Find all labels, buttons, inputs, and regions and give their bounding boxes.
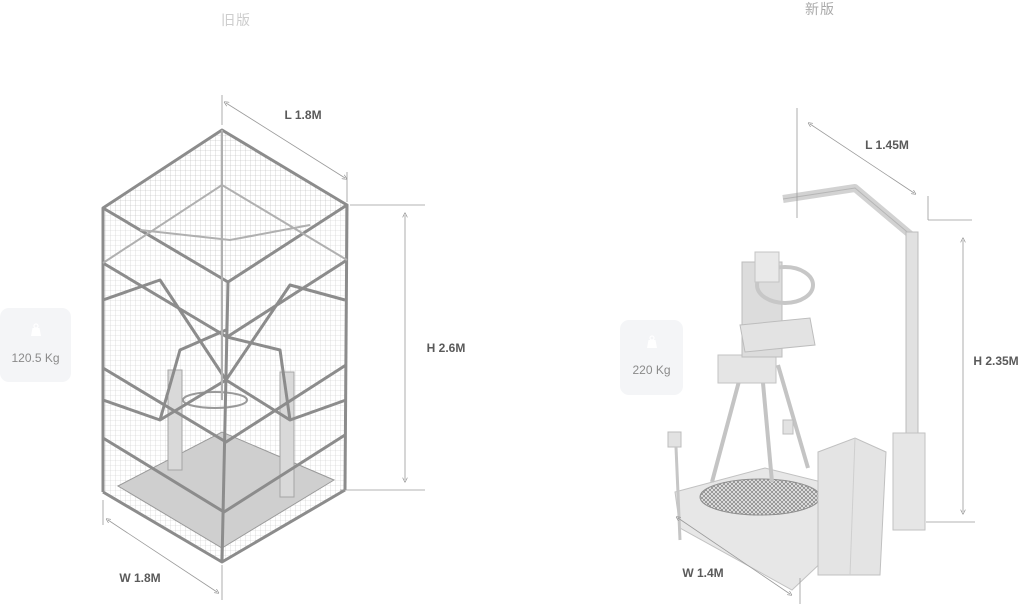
treadmill-belt	[699, 478, 821, 516]
cage-inner-ring	[182, 391, 248, 409]
new-weight-badge: 220 Kg	[620, 320, 683, 395]
weight-icon	[646, 335, 657, 348]
old-height-label: H 2.6M	[426, 341, 466, 355]
cage-inner-column	[279, 371, 295, 498]
new-length-label: L 1.45M	[865, 138, 909, 152]
old-version-title: 旧版	[221, 12, 251, 28]
new-height-label: H 2.35M	[973, 354, 1019, 368]
new-width-label: W 1.4M	[682, 566, 724, 580]
new-weight-value: 220 Kg	[632, 363, 671, 377]
old-cage-machine	[101, 128, 349, 564]
weight-icon	[30, 323, 41, 336]
old-dimension-lines	[102, 95, 425, 600]
support-pole	[905, 231, 919, 443]
old-width-label: W 1.8M	[119, 571, 161, 585]
new-version-title: 新版	[805, 1, 835, 17]
old-weight-badge: 120.5 Kg	[0, 308, 71, 382]
new-vr-treadmill	[667, 184, 926, 591]
harness-ring	[755, 265, 815, 305]
support-arm	[782, 184, 915, 240]
old-length-label: L 1.8M	[284, 108, 322, 122]
harness-platform	[717, 354, 777, 384]
old-weight-value: 120.5 Kg	[11, 351, 60, 365]
new-dimension-lines	[678, 108, 975, 604]
control-column	[892, 432, 926, 531]
